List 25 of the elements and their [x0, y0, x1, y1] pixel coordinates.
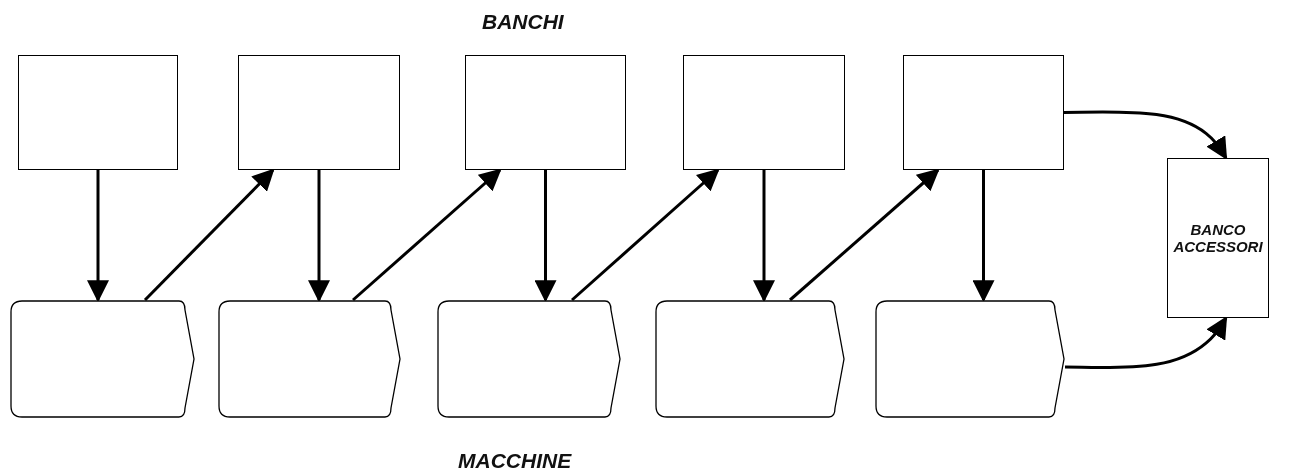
- arrow: [753, 170, 775, 303]
- arrow: [571, 168, 720, 302]
- empty-box: [18, 55, 178, 170]
- section-heading: MACCHINE: [458, 449, 572, 473]
- section-heading: BANCHI: [482, 10, 564, 34]
- empty-box: [903, 55, 1064, 170]
- empty-box: [465, 55, 626, 170]
- box-label: BANCO ACCESSORI: [1172, 220, 1264, 256]
- arrow: [352, 168, 502, 302]
- arrow: [789, 168, 940, 302]
- tag-shape: [218, 300, 401, 418]
- tag-shape: [437, 300, 621, 418]
- arrow: [534, 170, 557, 303]
- arrow: [87, 170, 109, 303]
- bench-box: [1167, 158, 1269, 318]
- arrow: [1064, 316, 1228, 370]
- arrow: [143, 168, 275, 302]
- empty-box: [683, 55, 845, 170]
- arrow: [972, 170, 995, 303]
- arrow: [308, 170, 330, 303]
- tag-shape: [10, 300, 195, 418]
- tag-shape: [875, 300, 1065, 418]
- arrow: [1063, 110, 1228, 160]
- empty-box: [238, 55, 400, 170]
- tag-shape: [655, 300, 845, 418]
